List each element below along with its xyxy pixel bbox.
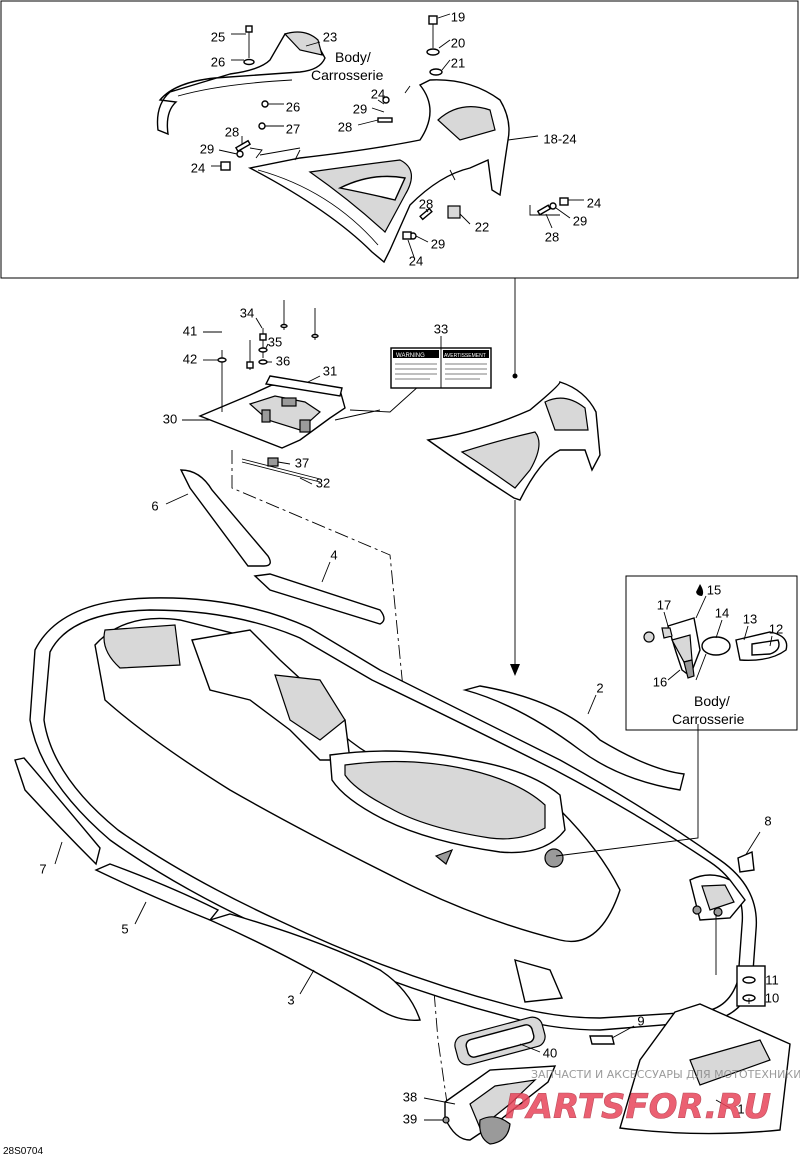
callout-c3: 3 <box>287 992 294 1007</box>
callout-c33: 33 <box>434 321 448 336</box>
callout-c41: 41 <box>183 323 197 338</box>
callout-c6: 6 <box>151 498 158 513</box>
callout-c25: 25 <box>211 29 225 44</box>
callout-c37: 37 <box>295 455 309 470</box>
callout-c28a: 28 <box>338 119 352 134</box>
callout-c42: 42 <box>183 351 197 366</box>
down-arrow <box>510 664 520 676</box>
callout-c7: 7 <box>39 861 46 876</box>
callout-c29c: 29 <box>431 236 445 251</box>
callout-c1824: 18-24 <box>543 131 576 146</box>
callout-c27: 27 <box>286 121 300 136</box>
callout-c14: 14 <box>715 605 729 620</box>
callout-c26b: 26 <box>286 99 300 114</box>
callout-c28b: 28 <box>225 124 239 139</box>
mid-leaders <box>182 317 421 485</box>
callout-c8: 8 <box>764 813 771 828</box>
inset-parts <box>643 584 788 681</box>
callout-c12: 12 <box>769 621 783 636</box>
callout-c30: 30 <box>163 411 177 426</box>
callout-c29d: 29 <box>573 213 587 228</box>
callout-c24c: 24 <box>409 253 423 268</box>
callout-c15: 15 <box>707 582 721 597</box>
side-trim-part <box>156 31 326 136</box>
callout-c35: 35 <box>268 334 282 349</box>
body-label-top-line2: Carrosserie <box>311 67 384 83</box>
callout-c28d: 28 <box>545 229 559 244</box>
callout-c34: 34 <box>240 305 254 320</box>
decal-warning-title: WARNING <box>396 353 425 359</box>
callout-c16: 16 <box>653 674 667 689</box>
callout-c29b: 29 <box>200 141 214 156</box>
callout-c32: 32 <box>316 475 330 490</box>
hull-leaders <box>555 724 761 975</box>
callout-c2: 2 <box>596 680 603 695</box>
callout-c9: 9 <box>637 1013 644 1028</box>
callout-c31: 31 <box>323 363 337 378</box>
watermark-subtitle: ЗАПЧАСТИ И АКСЕССУАРЫ ДЛЯ МОТОТЕХНИКИ <box>531 1068 800 1081</box>
callout-c24b: 24 <box>191 160 205 175</box>
callout-c20: 20 <box>451 35 465 50</box>
callout-c26a: 26 <box>211 54 225 69</box>
callout-c28c: 28 <box>419 196 433 211</box>
connector-dot <box>512 373 518 379</box>
callout-c40: 40 <box>543 1045 557 1060</box>
watermark: ЗАПЧАСТИ И АКСЕССУАРЫ ДЛЯ МОТОТЕХНИКИ PA… <box>505 1068 800 1127</box>
callout-c21: 21 <box>451 55 465 70</box>
callout-c5: 5 <box>121 921 128 936</box>
callout-c1: 1 <box>737 1101 744 1116</box>
figure-id: 28S0704 <box>3 1146 43 1157</box>
callout-c24a: 24 <box>371 86 385 101</box>
top-leaders <box>211 13 584 258</box>
loose-parts <box>14 469 791 1145</box>
inset-frame <box>625 575 798 731</box>
callout-c13: 13 <box>743 611 757 626</box>
main-hull <box>29 597 758 1031</box>
body-label-top-line1: Body/ <box>335 49 371 65</box>
guide-line <box>231 450 449 1111</box>
callout-c29a: 29 <box>353 101 367 116</box>
callout-c23: 23 <box>323 29 337 44</box>
floor-plate-part <box>198 375 346 449</box>
callout-c19: 19 <box>451 9 465 24</box>
watermark-text: PARTSFOR.RU <box>505 1087 771 1127</box>
callout-c11: 11 <box>765 972 779 987</box>
callout-c22: 22 <box>475 219 489 234</box>
callout-c38: 38 <box>403 1089 417 1104</box>
callout-c24d: 24 <box>587 195 601 210</box>
callout-labels: 252623192021262724292818-242829242822292… <box>39 9 783 1126</box>
body-label-inset-line2: Carrosserie <box>672 711 745 727</box>
callout-c17: 17 <box>657 597 671 612</box>
reference-body-part <box>426 381 601 501</box>
top-panel-frame <box>0 0 799 279</box>
callout-c10: 10 <box>765 990 779 1005</box>
warning-decal: WARNING AVERTISSEMENT <box>390 336 492 389</box>
callout-c39: 39 <box>403 1111 417 1126</box>
top-hardware <box>220 15 569 240</box>
callout-c36: 36 <box>276 353 290 368</box>
callout-c4: 4 <box>330 547 337 562</box>
top-body-part <box>247 79 510 264</box>
decal-warning-title-fr: AVERTISSEMENT <box>444 353 486 359</box>
body-label-inset-line1: Body/ <box>694 693 730 709</box>
